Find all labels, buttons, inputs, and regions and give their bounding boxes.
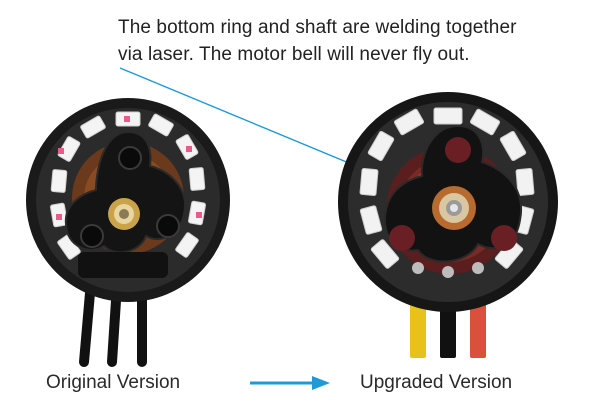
upgraded-motor (338, 92, 558, 358)
upgraded-version-label: Upgraded Version (360, 372, 513, 393)
right-arrow-icon (250, 376, 330, 390)
callout-caption: The bottom ring and shaft are welding to… (118, 14, 588, 68)
caption-line-2: via laser. The motor bell will never fly… (118, 44, 470, 65)
original-magnets (50, 111, 206, 260)
upgraded-magnets (359, 107, 535, 269)
original-motor (26, 98, 230, 367)
caption-line-1: The bottom ring and shaft are welding to… (118, 17, 517, 38)
original-version-label: Original Version (46, 372, 181, 393)
